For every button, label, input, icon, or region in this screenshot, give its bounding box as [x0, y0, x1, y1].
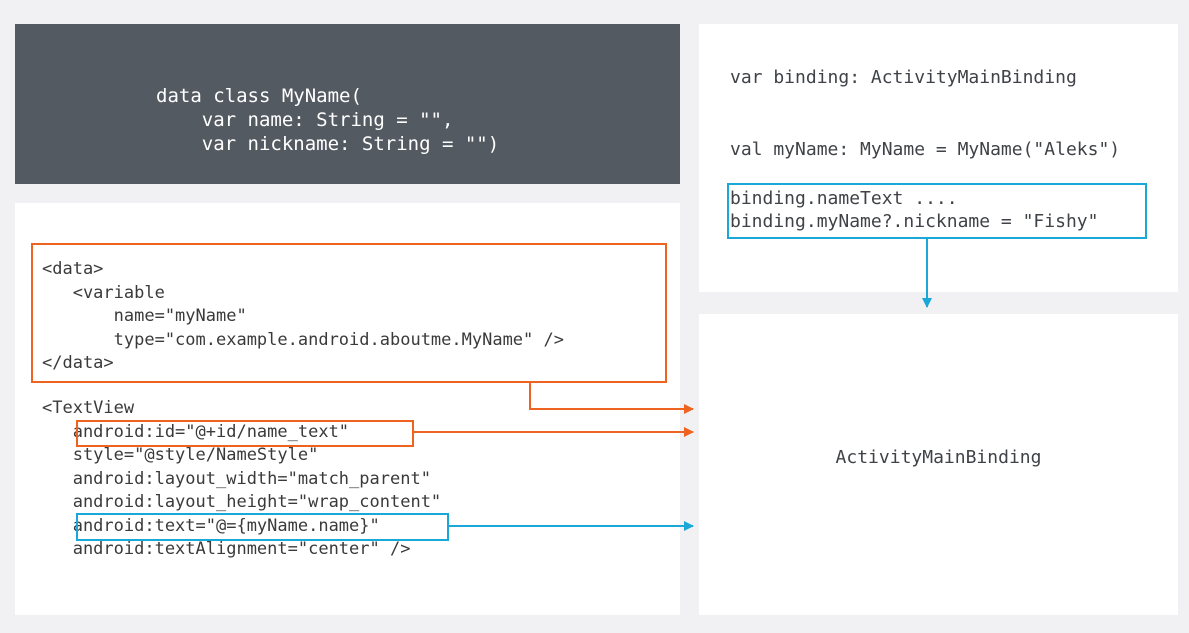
binding-class-label: ActivityMainBinding — [835, 447, 1042, 468]
binding-class-panel — [699, 314, 1178, 615]
activity-code-panel — [699, 24, 1178, 292]
binding-variable-declaration: var binding: ActivityMainBinding — [730, 67, 1077, 88]
xml-textview-block: <TextView android:id="@+id/name_text" st… — [42, 398, 442, 559]
binding-nickname-line: binding.myName?.nickname = "Fishy" — [730, 211, 1099, 232]
data-block-highlight — [31, 243, 667, 383]
text-attribute-highlight — [76, 513, 449, 541]
data-block-arrow — [529, 383, 694, 414]
binding-nametext-line: binding.nameText .... — [730, 188, 958, 209]
binding-usage-highlight — [727, 183, 1147, 239]
id-attribute-highlight — [76, 420, 414, 447]
xml-data-block: <data> <variable name="myName" type="com… — [42, 259, 564, 373]
kotlin-data-class-panel — [15, 24, 680, 184]
kotlin-data-class-code: data class MyName( var name: String = ""… — [156, 85, 500, 155]
myname-value-declaration: val myName: MyName = MyName("Aleks") — [730, 139, 1121, 160]
